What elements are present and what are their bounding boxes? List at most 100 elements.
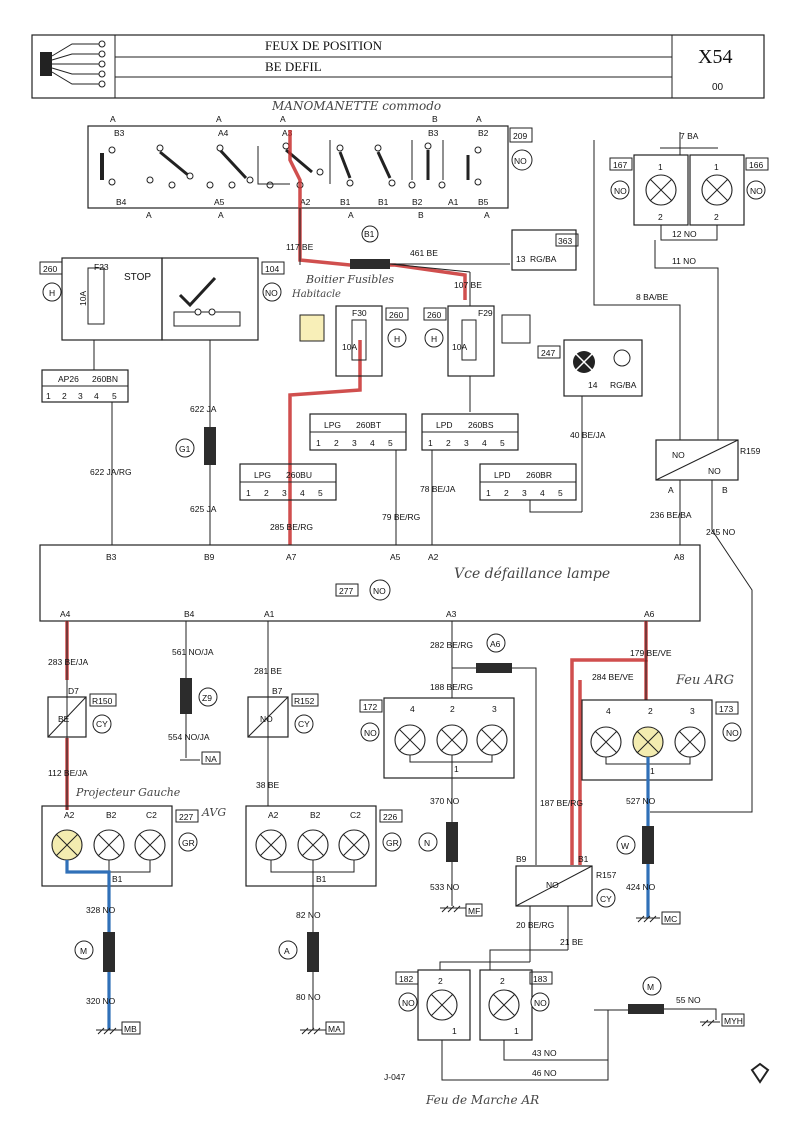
- svg-text:260: 260: [427, 310, 441, 320]
- svg-text:A4: A4: [60, 609, 71, 619]
- svg-text:283 BE/JA: 283 BE/JA: [48, 657, 88, 667]
- svg-text:B3: B3: [428, 128, 439, 138]
- svg-text:F23: F23: [94, 262, 109, 272]
- svg-text:20 BE/RG: 20 BE/RG: [516, 920, 554, 930]
- svg-text:NO: NO: [364, 728, 377, 738]
- svg-text:622 JA: 622 JA: [190, 404, 217, 414]
- fuse-f29: F29 10A 260 H: [423, 305, 531, 412]
- svg-text:B1: B1: [364, 229, 375, 239]
- svg-text:C2: C2: [350, 810, 361, 820]
- svg-text:B9: B9: [516, 854, 527, 864]
- svg-text:260: 260: [43, 264, 57, 274]
- brand-logo-icon: [750, 1062, 770, 1084]
- svg-text:78 BE/JA: 78 BE/JA: [420, 484, 456, 494]
- svg-text:328 NO: 328 NO: [86, 905, 116, 915]
- svg-text:260BN: 260BN: [92, 374, 118, 384]
- fuse-f30: F30 10A 260 H: [299, 305, 409, 377]
- svg-text:7 BA: 7 BA: [680, 131, 699, 141]
- note-habitacle: Habitacle: [291, 289, 341, 300]
- svg-text:79 BE/RG: 79 BE/RG: [382, 512, 420, 522]
- svg-text:A: A: [484, 210, 490, 220]
- svg-text:554 NO/JA: 554 NO/JA: [168, 732, 210, 742]
- svg-text:C2: C2: [146, 810, 157, 820]
- title-block: FEUX DE POSITION BE DEFIL X54 00: [31, 34, 765, 99]
- svg-text:H: H: [394, 334, 400, 344]
- svg-text:B5: B5: [478, 197, 489, 207]
- svg-text:284 BE/VE: 284 BE/VE: [592, 672, 634, 682]
- svg-text:55 NO: 55 NO: [676, 995, 701, 1005]
- svg-text:CY: CY: [600, 894, 612, 904]
- svg-text:RG/BA: RG/BA: [610, 380, 637, 390]
- component-247: 247 14 RG/BA 40 BE/JA: [537, 339, 643, 512]
- svg-text:R150: R150: [92, 696, 113, 706]
- svg-text:B1: B1: [340, 197, 351, 207]
- svg-text:A2: A2: [428, 552, 439, 562]
- connector-363: 363 13 RG/BA: [511, 229, 579, 271]
- svg-text:5: 5: [500, 438, 505, 448]
- svg-text:B: B: [418, 210, 424, 220]
- svg-text:A2: A2: [268, 810, 279, 820]
- svg-text:285 BE/RG: 285 BE/RG: [270, 522, 313, 532]
- svg-text:3: 3: [282, 488, 287, 498]
- svg-text:187 BE/RG: 187 BE/RG: [540, 798, 583, 808]
- svg-text:260BU: 260BU: [286, 470, 312, 480]
- svg-text:A: A: [348, 210, 354, 220]
- lamp-173: 179 BE/VE 284 BE/VE Feu ARG 4 2 3 1 173 …: [581, 621, 742, 781]
- svg-text:5: 5: [388, 438, 393, 448]
- svg-text:282 BE/RG: 282 BE/RG: [430, 640, 473, 650]
- svg-text:NA: NA: [205, 754, 217, 764]
- svg-text:1: 1: [514, 1026, 519, 1036]
- svg-text:2: 2: [438, 976, 443, 986]
- svg-text:A: A: [218, 210, 224, 220]
- note-commodo: MANOMANETTE commodo: [271, 99, 441, 113]
- svg-text:1: 1: [46, 391, 51, 401]
- svg-text:A5: A5: [390, 552, 401, 562]
- pin-label: A: [216, 114, 222, 124]
- svg-text:82 NO: 82 NO: [296, 910, 321, 920]
- svg-text:NO: NO: [750, 186, 763, 196]
- svg-text:167: 167: [613, 160, 627, 170]
- svg-text:4: 4: [300, 488, 305, 498]
- svg-text:4: 4: [540, 488, 545, 498]
- svg-text:B1: B1: [578, 854, 589, 864]
- svg-text:B2: B2: [412, 197, 423, 207]
- svg-text:B1: B1: [316, 874, 327, 884]
- svg-text:13: 13: [516, 254, 526, 264]
- svg-text:A: A: [284, 946, 290, 956]
- svg-text:3: 3: [464, 438, 469, 448]
- svg-text:1: 1: [658, 162, 663, 172]
- svg-text:1: 1: [486, 488, 491, 498]
- ground-mc: 527 NO W 424 NO MC: [616, 796, 681, 925]
- note-feu-arg: Feu ARG: [675, 673, 734, 688]
- svg-text:A3: A3: [282, 128, 293, 138]
- svg-text:MC: MC: [664, 914, 677, 924]
- svg-text:STOP: STOP: [124, 272, 151, 283]
- svg-text:A6: A6: [644, 609, 655, 619]
- z9-branch: 561 NO/JA Z9 554 NO/JA NA: [168, 621, 221, 765]
- svg-text:2: 2: [714, 212, 719, 222]
- svg-text:1: 1: [246, 488, 251, 498]
- svg-text:F29: F29: [478, 308, 493, 318]
- pin-label: A: [110, 114, 116, 124]
- svg-text:10A: 10A: [78, 291, 88, 306]
- svg-text:21 BE: 21 BE: [560, 937, 583, 947]
- svg-text:183: 183: [533, 974, 547, 984]
- lamps-167-166: 7 BA 1 2 1 2 167 NO 166 NO 12 NO 11 NO 8…: [593, 131, 769, 440]
- svg-text:LPD: LPD: [494, 470, 511, 480]
- svg-text:Z9: Z9: [202, 693, 212, 703]
- svg-text:MA: MA: [328, 1024, 341, 1034]
- svg-text:4: 4: [606, 706, 611, 716]
- svg-text:BE: BE: [58, 714, 70, 724]
- svg-text:M: M: [80, 946, 87, 956]
- svg-text:173: 173: [719, 704, 733, 714]
- pin-label: B: [432, 114, 438, 124]
- svg-text:R157: R157: [596, 870, 617, 880]
- svg-text:GR: GR: [386, 838, 399, 848]
- svg-text:4: 4: [94, 391, 99, 401]
- ground-mb: 328 NO M 320 NO MB: [74, 905, 141, 1035]
- svg-text:46 NO: 46 NO: [532, 1068, 557, 1078]
- svg-text:A4: A4: [218, 128, 229, 138]
- svg-text:CY: CY: [96, 719, 108, 729]
- svg-text:2: 2: [450, 704, 455, 714]
